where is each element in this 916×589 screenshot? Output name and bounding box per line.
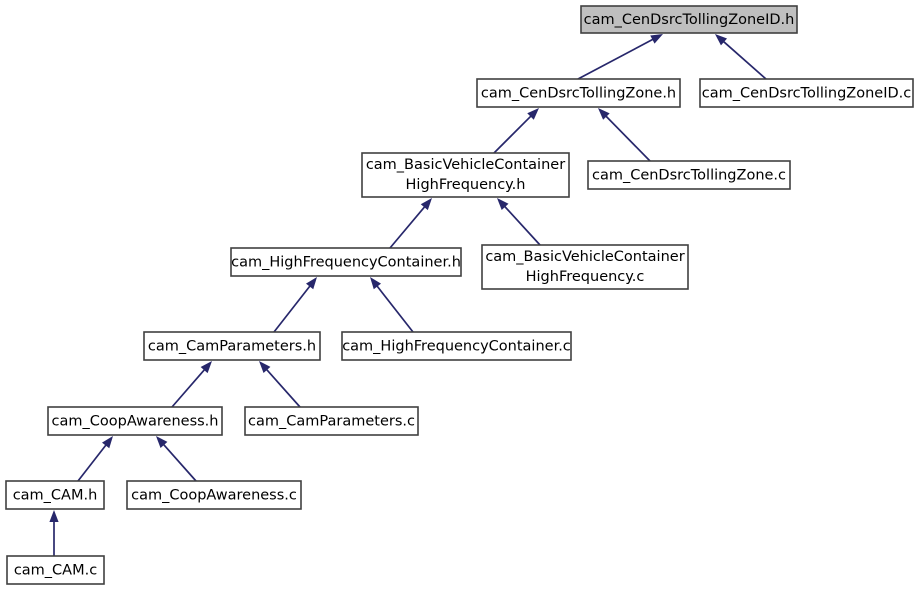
dependency-arrow [389,198,432,249]
node-label: cam_CAM.h [13,488,98,504]
node-label: cam_CenDsrcTollingZoneID.c [702,86,912,102]
node-label: cam_CoopAwareness.h [52,414,219,430]
dependency-arrow [598,108,651,162]
graph-node-coopAwareness_c[interactable]: cam_CoopAwareness.c [126,480,302,510]
graph-node-cam_h[interactable]: cam_CAM.h [5,480,105,510]
dependency-arrow [259,361,301,408]
node-label-line2: HighFrequency.h [406,177,526,193]
edges-layer [49,34,767,556]
dependency-arrow [715,34,767,80]
graph-node-cenDsrcTollingZone_h[interactable]: cam_CenDsrcTollingZone.h [476,78,681,108]
node-label: cam_CamParameters.c [248,414,415,430]
nodes-layer: cam_CenDsrcTollingZoneID.h cam_CenDsrcTol… [5,5,914,585]
graph-node-cenDsrcTollingZoneID_c[interactable]: cam_CenDsrcTollingZoneID.c [699,78,914,108]
dependency-arrow [273,277,317,333]
dependency-arrow [370,277,414,333]
graph-node-cam_c[interactable]: cam_CAM.c [6,555,105,585]
node-label-line1: cam_BasicVehicleContainer [485,249,684,265]
dependency-arrow [497,198,541,246]
node-label: cam_HighFrequencyContainer.h [231,255,461,271]
node-label: cam_CAM.c [14,563,97,579]
graph-node-camParameters_h[interactable]: cam_CamParameters.h [143,331,321,361]
node-label: cam_HighFrequencyContainer.c [342,339,571,355]
node-label-line2: HighFrequency.c [526,269,645,285]
node-label: cam_CenDsrcTollingZone.c [592,168,786,184]
node-label-line1: cam_BasicVehicleContainer [366,157,565,173]
dependency-arrow [577,34,663,80]
dependency-arrow [171,361,212,408]
dependency-arrow [156,436,197,482]
graph-node-camParameters_c[interactable]: cam_CamParameters.c [244,406,419,436]
graph-node-cenDsrcTollingZone_c[interactable]: cam_CenDsrcTollingZone.c [587,160,791,190]
dependency-arrow [49,510,59,556]
graph-node-coopAwareness_h[interactable]: cam_CoopAwareness.h [47,406,223,436]
node-label: cam_CoopAwareness.c [131,488,297,504]
dependency-arrow [493,108,539,154]
graph-node-cenDsrcTollingZoneID_h[interactable]: cam_CenDsrcTollingZoneID.h [580,5,798,34]
node-label: cam_CamParameters.h [148,339,316,355]
node-label: cam_CenDsrcTollingZoneID.h [584,12,795,28]
graph-node-highFrequencyContainer_c[interactable]: cam_HighFrequencyContainer.c [341,331,572,361]
graph-node-highFrequencyContainer_h[interactable]: cam_HighFrequencyContainer.h [230,247,462,277]
dependency-arrow [77,436,113,482]
node-label: cam_CenDsrcTollingZone.h [481,86,676,102]
